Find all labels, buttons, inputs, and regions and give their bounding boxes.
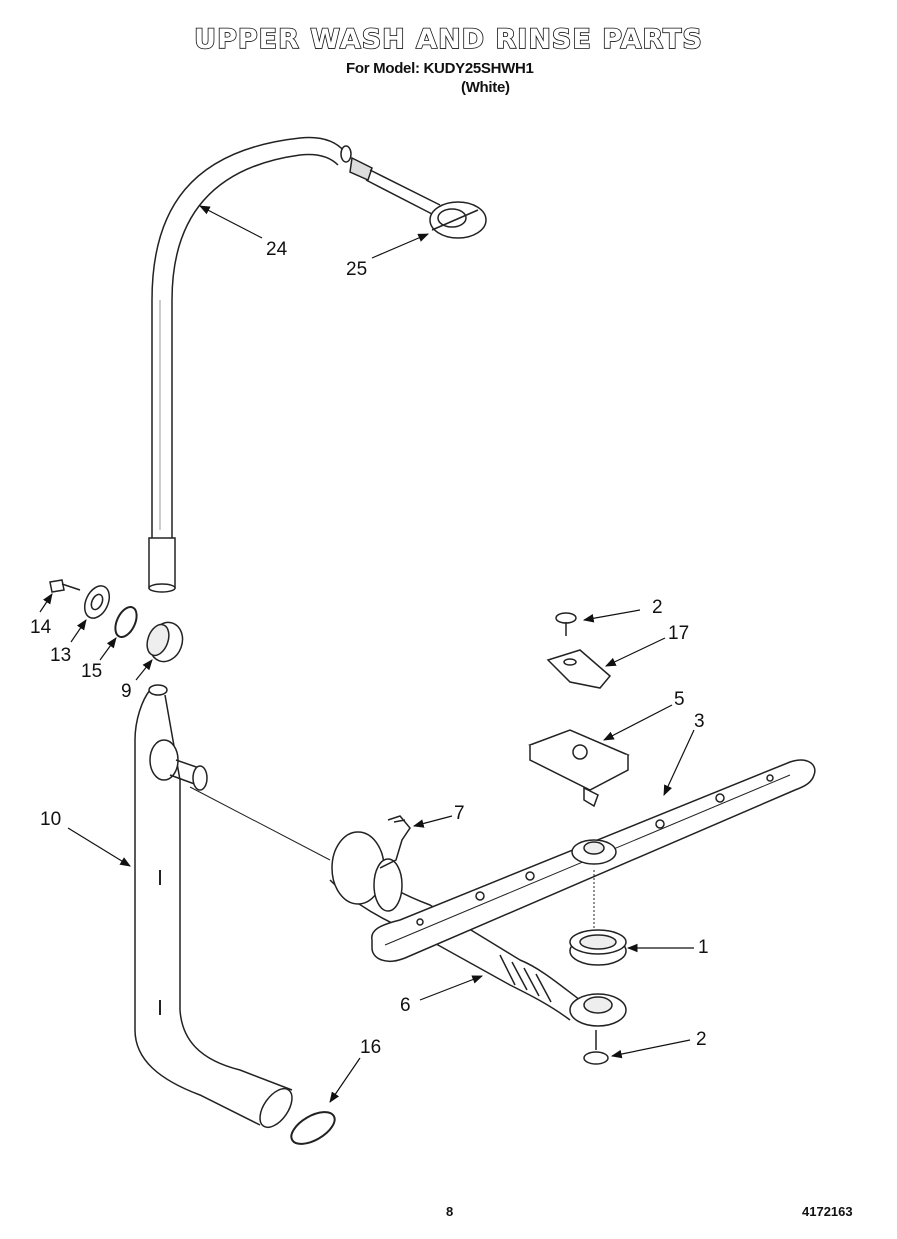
callout-7: 7 (454, 803, 465, 824)
part-15-ring (114, 606, 138, 638)
color-line: (White) (461, 79, 510, 96)
leader-lines (39, 205, 695, 1103)
part-2-screw-top (555, 612, 577, 636)
part-24-upper-tube (148, 136, 352, 593)
callout-5: 5 (674, 689, 685, 710)
callout-2-bottom: 2 (696, 1029, 707, 1050)
part-25-spray-nozzle (349, 156, 487, 239)
callout-6: 6 (400, 995, 411, 1016)
part-17-cap (546, 649, 612, 689)
page-number: 8 (446, 1204, 454, 1219)
callout-17: 17 (668, 623, 690, 644)
callout-13: 13 (50, 645, 72, 666)
callout-14: 14 (30, 617, 52, 638)
part-13-cap (83, 585, 111, 619)
callout-25: 25 (346, 259, 368, 280)
page-title: UPPER WASH AND RINSE PARTS (193, 23, 703, 56)
callout-24: 24 (266, 239, 288, 260)
callout-10: 10 (40, 809, 62, 830)
callout-16: 16 (360, 1037, 382, 1058)
part-10-lower-tube (134, 684, 331, 1129)
part-1-bearing (569, 870, 627, 966)
callout-2-top: 2 (652, 597, 663, 618)
callout-9: 9 (121, 681, 132, 702)
part-5-hub (528, 729, 630, 808)
part-7-clip (379, 815, 411, 869)
model-line: For Model: KUDY25SHWH1 (346, 60, 534, 77)
part-16-o-ring (290, 1111, 336, 1145)
callout-15: 15 (81, 661, 103, 682)
part-9-nut (146, 621, 184, 663)
callout-1: 1 (698, 937, 709, 958)
part-3-spray-arm (371, 759, 816, 962)
callout-3: 3 (694, 711, 705, 732)
part-number: 4172163 (802, 1204, 853, 1219)
part-2-screw-bottom (583, 1030, 609, 1065)
part-14-screw (49, 579, 81, 593)
